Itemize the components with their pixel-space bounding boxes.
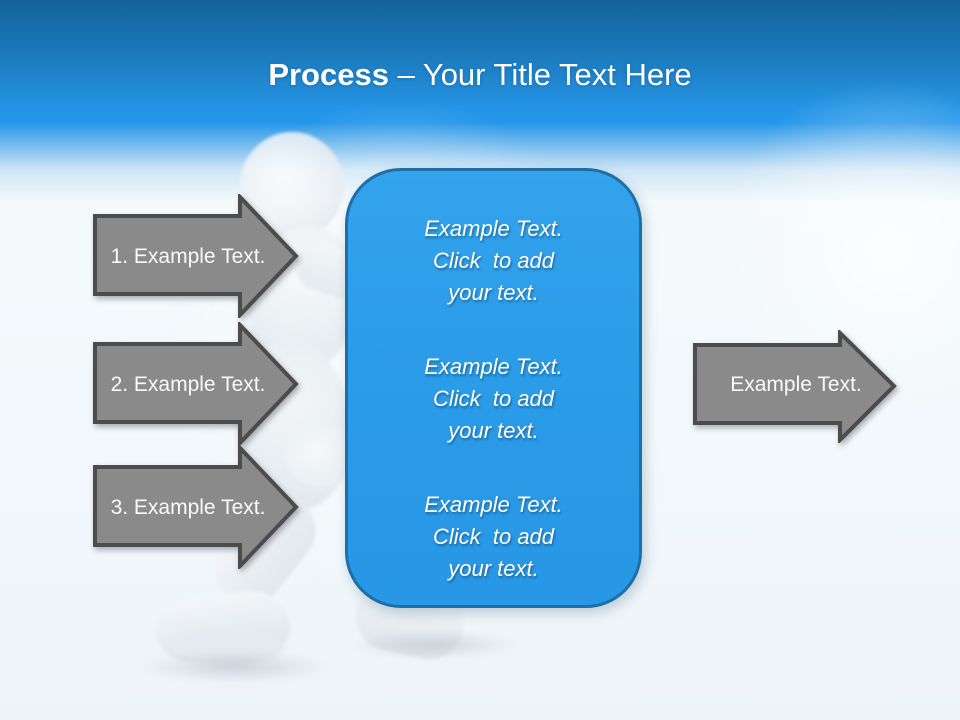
process-arrow-2[interactable]: 2. Example Text. [93, 322, 299, 446]
callout-block-1: Example Text. Click to add your text. [424, 216, 563, 305]
process-arrow-1-shape [93, 194, 299, 318]
process-arrow-2-label: 2. Example Text. [111, 373, 266, 396]
figure-ground-shadow-right [350, 630, 520, 660]
process-arrow-1[interactable]: 1. Example Text. [93, 194, 299, 318]
slide-title-rest: – Your Title Text Here [388, 57, 692, 92]
process-arrow-3-shape [93, 445, 299, 569]
process-arrow-output-shape [693, 330, 897, 443]
process-arrow-1-label: 1. Example Text. [111, 245, 266, 268]
process-arrow-output[interactable]: Example Text. [693, 330, 897, 443]
callout-block-3: Example Text. Click to add your text. [424, 492, 563, 581]
figure-foot [170, 628, 285, 666]
callout-block-2: Example Text. Click to add your text. [424, 354, 563, 443]
process-arrow-output-label: Example Text. [730, 373, 862, 396]
figure-ground-shadow-left [140, 650, 330, 684]
slide-title[interactable]: Process – Your Title Text Here [0, 55, 960, 95]
callout-box[interactable]: Example Text. Click to add your text. Ex… [345, 168, 642, 608]
process-arrow-3[interactable]: 3. Example Text. [93, 445, 299, 569]
slide-title-bold: Process [268, 57, 389, 92]
process-arrow-3-label: 3. Example Text. [111, 496, 266, 519]
process-arrow-2-shape [93, 322, 299, 446]
